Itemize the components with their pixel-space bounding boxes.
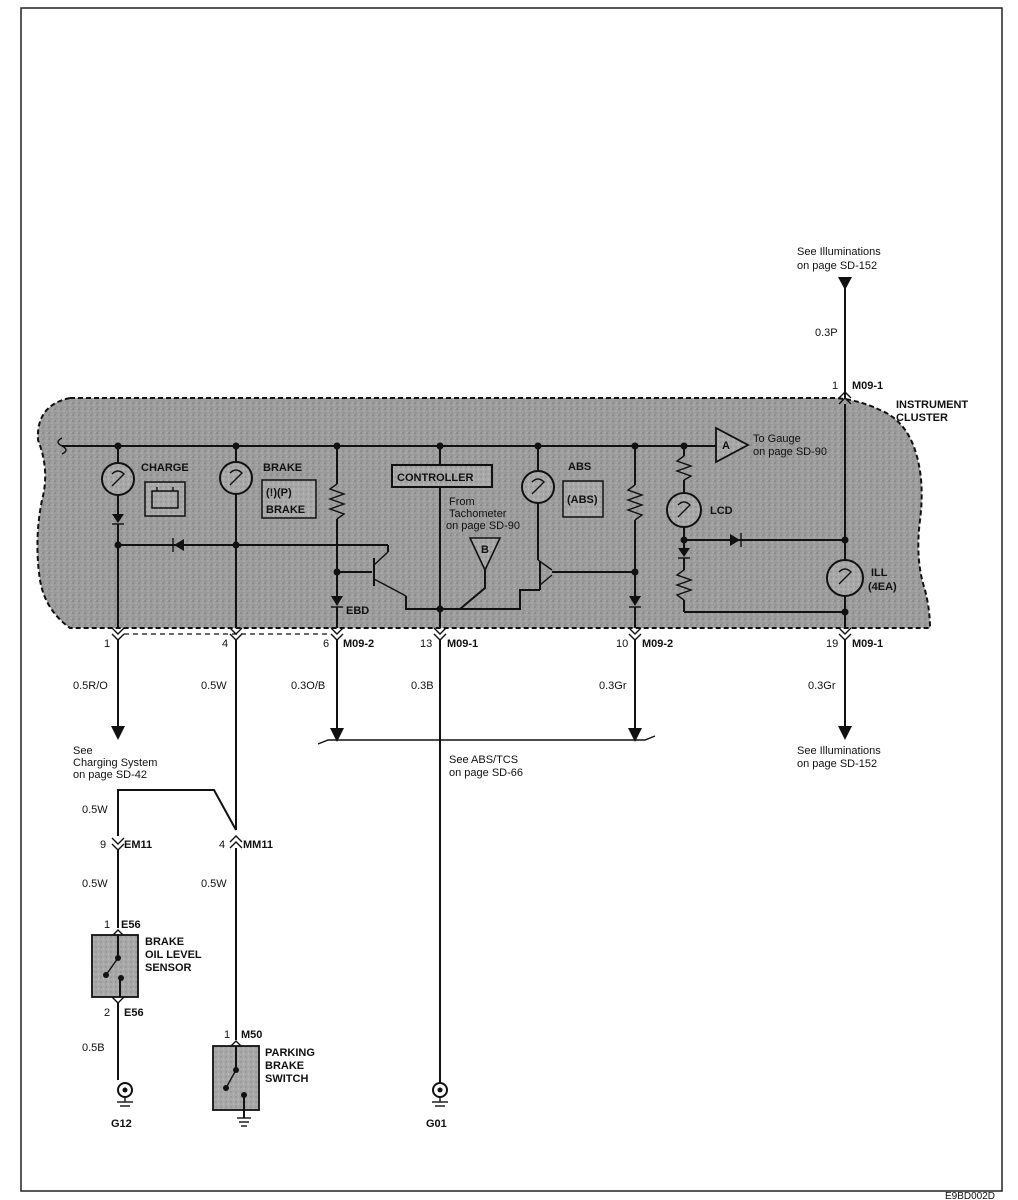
connector-e56-1: E56 — [121, 919, 141, 931]
arrow-down-icon — [838, 726, 852, 740]
pin-em11: 9 — [100, 839, 106, 851]
arrow-down-icon — [111, 726, 125, 740]
wire-05w-a: 0.5W — [201, 680, 227, 692]
b-label: B — [481, 544, 489, 556]
wire-05b: 0.5B — [82, 1042, 105, 1054]
wire-03p: 0.3P — [815, 327, 838, 339]
connector-m09-2-a: M09-2 — [343, 638, 374, 650]
wire-03b: 0.3B — [411, 680, 434, 692]
sensor-label-3: SENSOR — [145, 962, 192, 974]
see-charge-3: on page SD-42 — [73, 769, 147, 781]
wire-03gr-b: 0.3Gr — [808, 680, 836, 692]
arrow-down-icon — [838, 277, 852, 290]
brake-box-top: (!)(P) — [266, 487, 292, 499]
cluster-label-1: INSTRUMENT — [896, 399, 968, 411]
page-border — [20, 7, 1003, 1192]
brake-lamp-icon — [219, 461, 253, 495]
connector-a-icon — [715, 426, 750, 464]
lcd-lamp-icon — [666, 492, 702, 528]
pbs-label-3: SWITCH — [265, 1073, 308, 1085]
pin-e56-2: 2 — [104, 1007, 110, 1019]
ebd-resistor — [327, 483, 347, 520]
controller-label: CONTROLLER — [397, 472, 473, 484]
sensor-label-2: OIL LEVEL — [145, 949, 202, 961]
see-abs-2: on page SD-66 — [449, 767, 523, 779]
wire-03ob: 0.3O/B — [291, 680, 325, 692]
from-tach-1: From — [449, 496, 475, 508]
ill-label-2: (4EA) — [868, 581, 897, 593]
pbs-label-1: PARKING — [265, 1047, 315, 1059]
connector-m09-1-b: M09-1 — [447, 638, 478, 650]
abs-lamp-icon — [521, 470, 555, 504]
pin-b13: 13 — [420, 638, 432, 650]
connector-m09-1-c: M09-1 — [852, 638, 883, 650]
charge-lamp-icon — [101, 462, 135, 496]
wire-05w-b: 0.5W — [82, 804, 108, 816]
see-charge-1: See — [73, 745, 93, 757]
from-tach-3: on page SD-90 — [446, 520, 520, 532]
abs-box-label: (ABS) — [567, 494, 598, 506]
illum-top-line1: See Illuminations — [797, 246, 881, 258]
connector-em11: EM11 — [124, 839, 152, 851]
battery-icon — [144, 481, 186, 517]
pin-b1: 1 — [104, 638, 110, 650]
pin-b10: 10 — [616, 638, 628, 650]
pbs-label-2: BRAKE — [265, 1060, 304, 1072]
brake-oil-level-sensor — [91, 934, 139, 998]
to-gauge-1: To Gauge — [753, 433, 801, 445]
wire-05w-c: 0.5W — [82, 878, 108, 890]
controller-box — [391, 464, 493, 488]
pin-b6: 6 — [323, 638, 329, 650]
a-label: A — [722, 440, 730, 452]
pin-b4: 4 — [222, 638, 228, 650]
brake-box-bottom: BRAKE — [266, 504, 305, 516]
wire-05w-d: 0.5W — [201, 878, 227, 890]
connector-b-icon — [468, 537, 502, 572]
wire-03gr-a: 0.3Gr — [599, 680, 627, 692]
brake-warning-icon — [261, 479, 317, 519]
pin-mm11: 4 — [219, 839, 225, 851]
to-gauge-2: on page SD-90 — [753, 446, 827, 458]
pin-1-top: 1 — [832, 380, 838, 392]
see-abs-1: See ABS/TCS — [449, 754, 518, 766]
connector-mm11: MM11 — [243, 839, 273, 851]
sensor-label-1: BRAKE — [145, 936, 184, 948]
see-charge-2: Charging System — [73, 757, 157, 769]
connector-e56-2: E56 — [124, 1007, 144, 1019]
connector-m09-1-top: M09-1 — [852, 380, 883, 392]
from-tach-2: Tachometer — [449, 508, 507, 520]
g12-label: G12 — [111, 1118, 132, 1130]
illum-top-line2: on page SD-152 — [797, 260, 877, 272]
instrument-cluster-region — [36, 397, 932, 629]
abs-warning-icon — [562, 480, 604, 518]
ill-label-1: ILL — [871, 567, 888, 579]
wire-05ro: 0.5R/O — [73, 680, 108, 692]
brake-label: BRAKE — [263, 462, 302, 474]
pin-b19: 19 — [826, 638, 838, 650]
cluster-label-2: CLUSTER — [896, 412, 948, 424]
illum-bot-2: on page SD-152 — [797, 758, 877, 770]
abs-label: ABS — [568, 461, 591, 473]
abs-tcs-bracket — [317, 735, 656, 745]
pin-m50: 1 — [224, 1029, 230, 1041]
charge-label: CHARGE — [141, 462, 189, 474]
connector-m50: M50 — [241, 1029, 262, 1041]
pin-e56-1: 1 — [104, 919, 110, 931]
illum-bot-1: See Illuminations — [797, 745, 881, 757]
lcd-label: LCD — [710, 505, 733, 517]
g01-label: G01 — [426, 1118, 447, 1130]
connector-m09-2-b: M09-2 — [642, 638, 673, 650]
drawing-code: E9BD002D — [945, 1191, 995, 1200]
ebd-label: EBD — [346, 605, 369, 617]
